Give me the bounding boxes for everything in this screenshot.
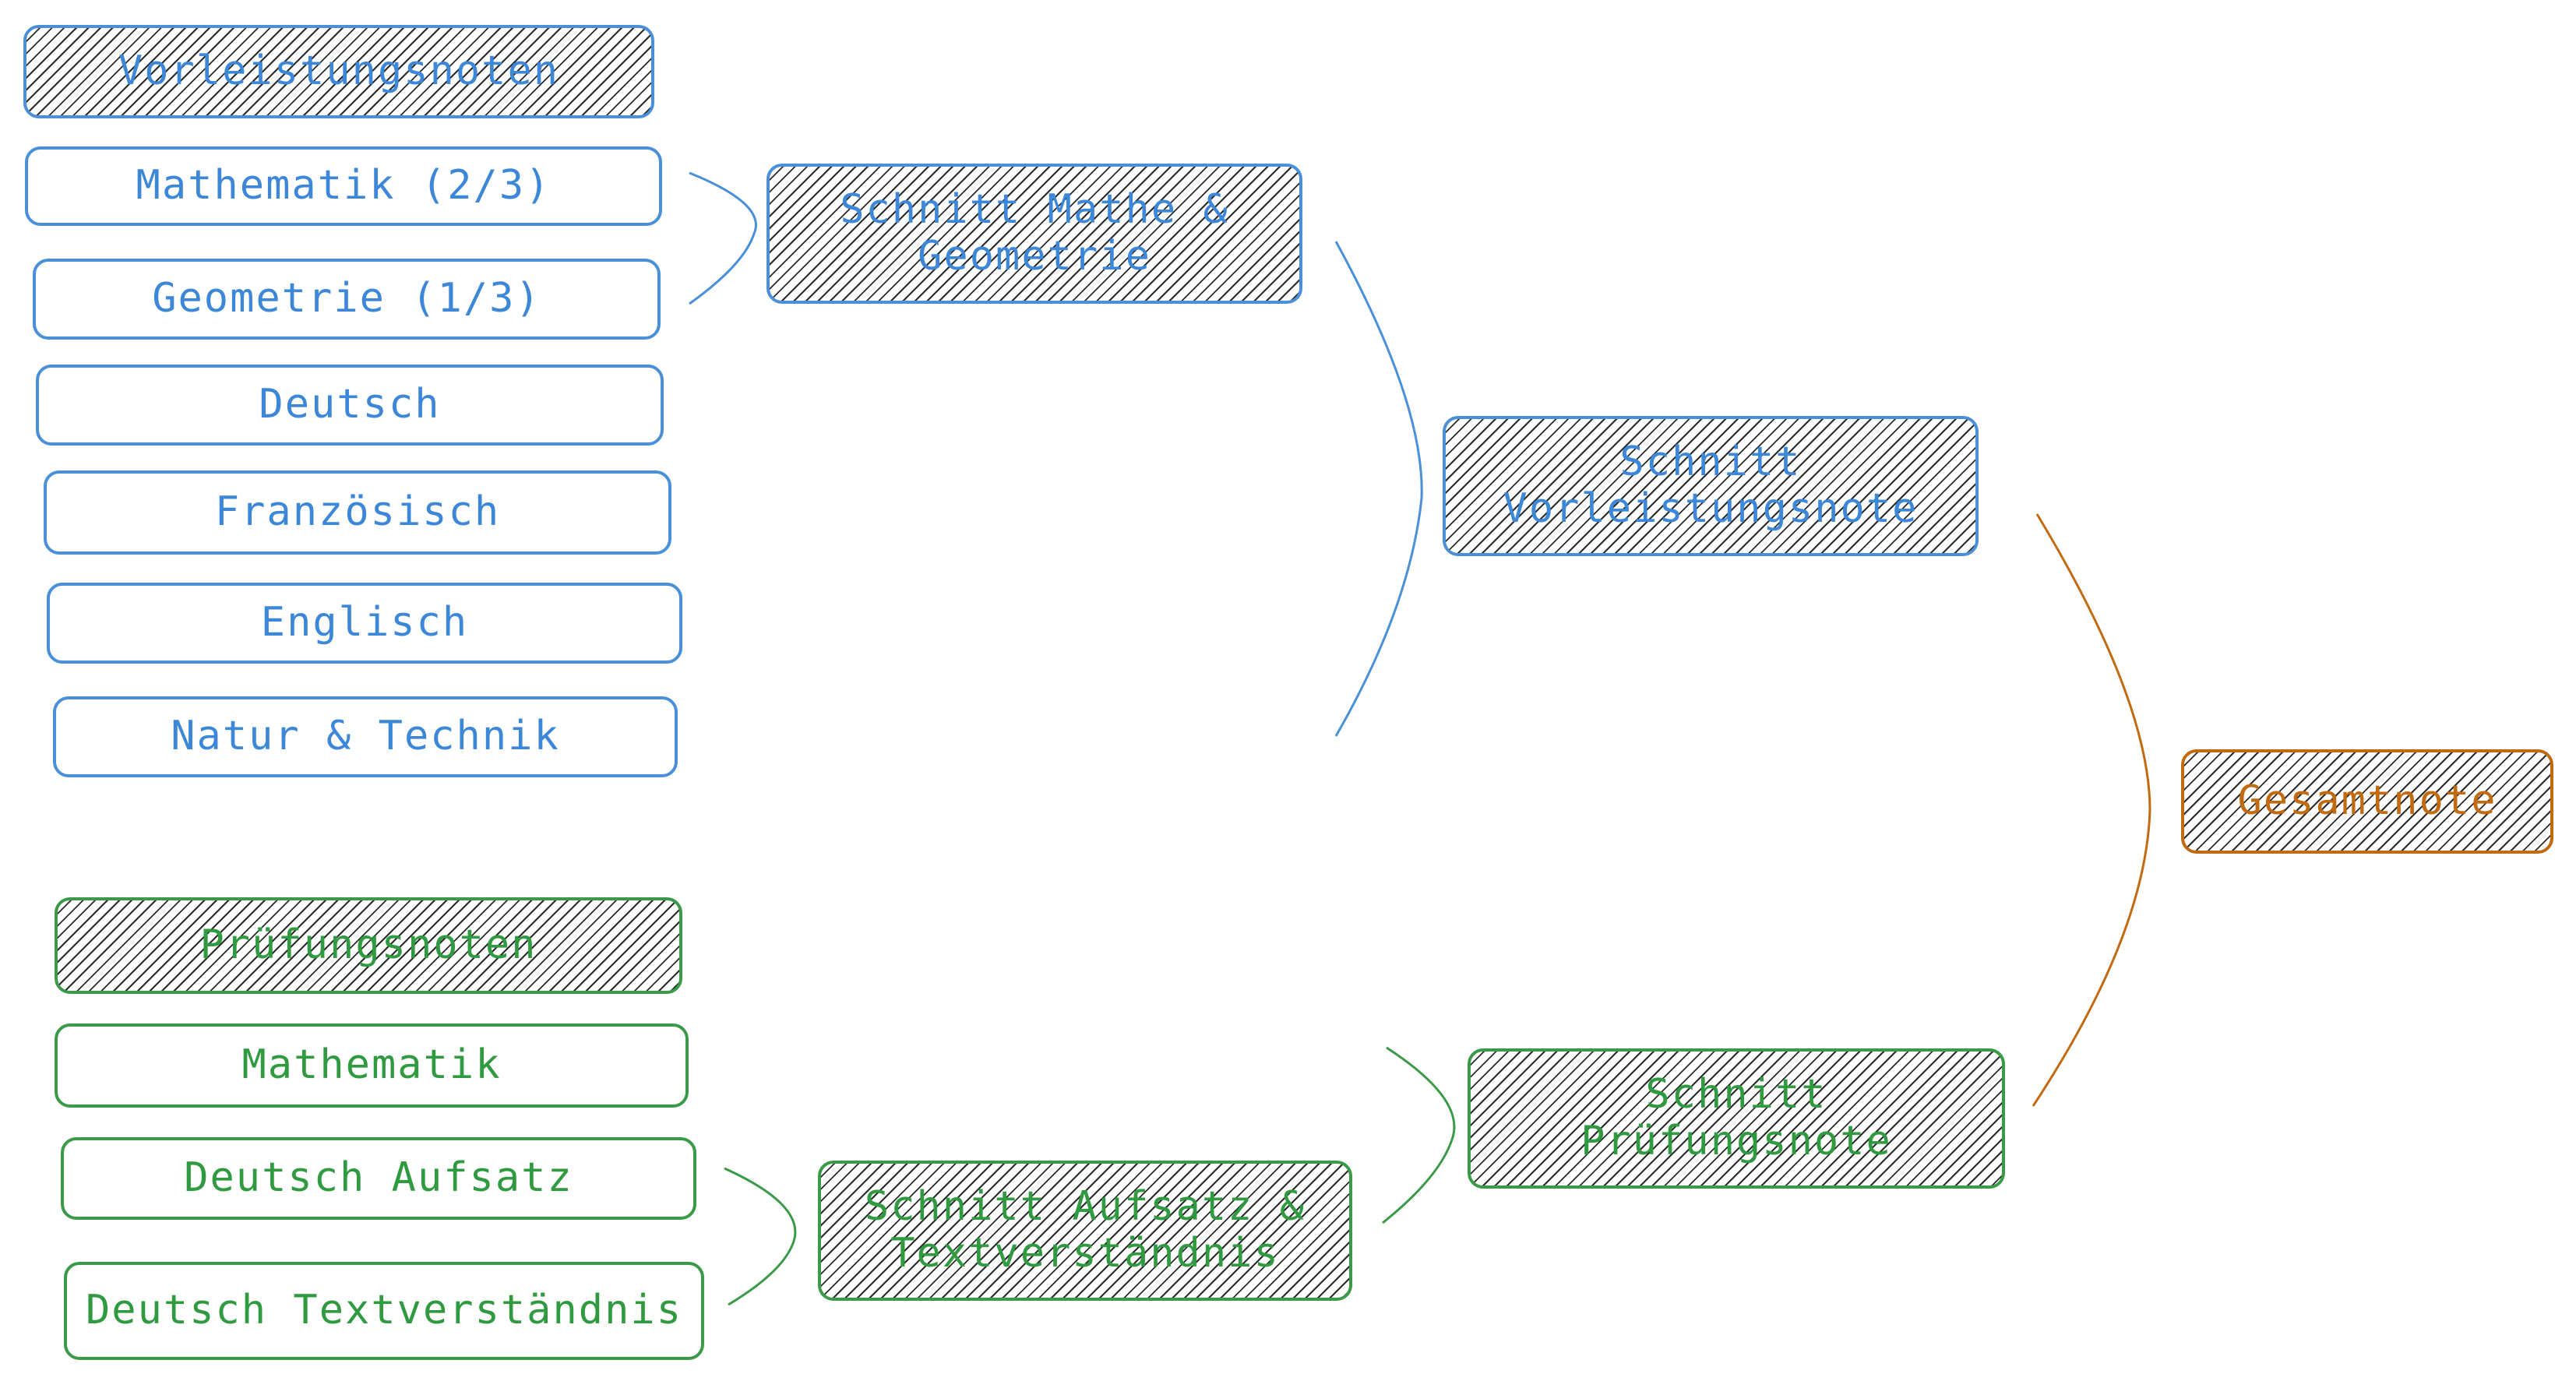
schnitt-pruefungsnote-label: Schnitt Prüfungsnote: [1580, 1071, 1892, 1164]
brace-mathe-geometrie: [689, 171, 757, 305]
vorleistung-item-label: Geometrie (1/3): [152, 275, 541, 322]
schnitt-mathe-geometrie: Schnitt Mathe & Geometrie: [766, 164, 1302, 304]
gesamtnote-label: Gesamtnote: [2237, 777, 2497, 825]
schnitt-aufsatz-textverstaendnis: Schnitt Aufsatz & Textverständnis: [818, 1161, 1352, 1301]
schnitt-aufsatz-textverstaendnis-label: Schnitt Aufsatz & Textverständnis: [864, 1183, 1306, 1277]
schnitt-mathe-geometrie-label: Schnitt Mathe & Geometrie: [840, 186, 1229, 280]
pruefung-item-label: Deutsch Textverständnis: [85, 1287, 683, 1334]
vorleistung-item-deutsch: Deutsch: [36, 365, 664, 446]
vorleistung-item-label: Mathematik (2/3): [136, 162, 551, 210]
vorleistung-item-label: Deutsch: [259, 381, 441, 428]
vorleistung-item-label: Französisch: [214, 488, 501, 536]
pruefung-item-deutsch-aufsatz: Deutsch Aufsatz: [61, 1137, 696, 1220]
schnitt-pruefungsnote: Schnitt Prüfungsnote: [1468, 1048, 2005, 1189]
vorleistung-item-geometrie: Geometrie (1/3): [33, 259, 661, 340]
gesamtnote: Gesamtnote: [2181, 749, 2553, 854]
pruefungsnoten-header: Prüfungsnoten: [55, 897, 682, 994]
schnitt-vorleistungsnote: Schnitt Vorleistungsnote: [1443, 416, 1979, 556]
vorleistungsnoten-header: Vorleistungsnoten: [23, 25, 654, 118]
pruefungsnoten-header-label: Prüfungsnoten: [199, 921, 537, 969]
vorleistung-item-natur-technik: Natur & Technik: [53, 696, 678, 777]
brace-vorleistungsnote: [1334, 241, 1423, 737]
vorleistung-item-label: Natur & Technik: [171, 713, 560, 760]
brace-gesamtnote: [2032, 513, 2151, 1107]
pruefung-item-label: Mathematik: [241, 1041, 502, 1089]
pruefung-item-label: Deutsch Aufsatz: [184, 1154, 573, 1202]
vorleistung-item-mathematik: Mathematik (2/3): [25, 146, 662, 226]
brace-pruefungsnote: [1382, 1046, 1456, 1224]
vorleistung-item-englisch: Englisch: [47, 583, 682, 664]
brace-aufsatz-text: [724, 1167, 797, 1306]
schnitt-vorleistungsnote-label: Schnitt Vorleistungsnote: [1503, 439, 1919, 532]
vorleistung-item-label: Englisch: [260, 599, 469, 646]
pruefung-item-mathematik: Mathematik: [55, 1023, 689, 1108]
vorleistungsnoten-header-label: Vorleistungsnoten: [118, 48, 560, 95]
vorleistung-item-franzoesisch: Französisch: [44, 470, 671, 555]
pruefung-item-deutsch-textverstaendnis: Deutsch Textverständnis: [64, 1262, 704, 1360]
